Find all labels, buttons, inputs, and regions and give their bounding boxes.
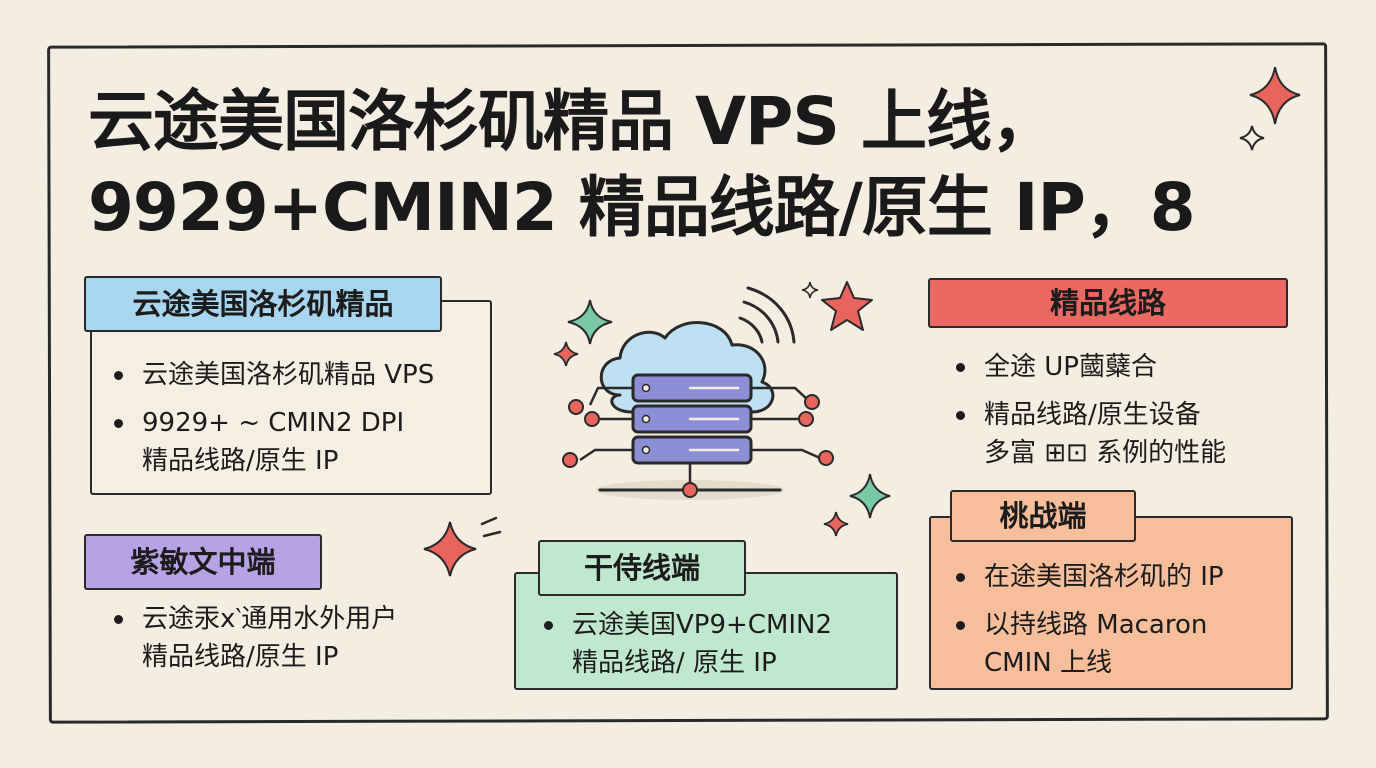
panel-bottom-left-list: 云途汞ⅹ‵通用水外用户 精品线路/原生 IP — [110, 600, 500, 686]
list-item: 云途美国VP9+CMIN2 精品线路/ 原生 IP — [540, 606, 900, 682]
panel-bottom-left-tag: 紫敏文中端 — [84, 534, 322, 590]
list-item: 精品线路/原生设备 多富 ⊞⊡ 系例的性能 — [952, 396, 1292, 472]
sparkle-icon — [1239, 66, 1301, 151]
panel-bottom-right — [929, 516, 1293, 690]
panel-top-left-list: 云途美国洛杉矶精品 VPS 9929+ ~ CMIN2 DPI 精品线路/原生 … — [110, 356, 490, 490]
panel-bottom-right-tag: 桃战端 — [950, 490, 1136, 542]
panel-top-left — [90, 300, 492, 495]
list-item: 在途美国洛杉矶的 IP — [952, 558, 1292, 596]
panel-top-right-tag: 精品线路 — [928, 278, 1288, 328]
panel-top-right-list: 全途 UP蔮糵合 精品线路/原生设备 多富 ⊞⊡ 系例的性能 — [952, 348, 1292, 482]
panel-bottom-middle-list: 云途美国VP9+CMIN2 精品线路/ 原生 IP — [540, 606, 900, 692]
list-item: 全途 UP蔮糵合 — [952, 348, 1292, 386]
list-item: 云途美国洛杉矶精品 VPS — [110, 356, 490, 394]
panel-bottom-right-list: 在途美国洛杉矶的 IP 以持线路 Macaron CMIN 上线 — [952, 558, 1292, 692]
panel-bottom-middle-tag: 干侍线端 — [538, 540, 746, 596]
sparkle-icon — [423, 516, 502, 577]
sparkle-icon — [553, 299, 613, 367]
headline-line-1: 云途美国洛杉矶精品 VPS 上线， — [88, 83, 1057, 160]
list-item: 云途汞ⅹ‵通用水外用户 精品线路/原生 IP — [110, 600, 500, 676]
sparkle-icon — [801, 281, 873, 331]
cloud-server-icon — [562, 286, 834, 500]
sparkle-icon — [823, 473, 891, 537]
panel-top-left-tag: 云途美国洛杉矶精品 — [84, 276, 442, 332]
list-item: 9929+ ~ CMIN2 DPI 精品线路/原生 IP — [110, 404, 490, 480]
headline-line-2: 9929+CMIN2 精品线路/原生 IP，8 — [88, 169, 1196, 246]
list-item: 以持线路 Macaron CMIN 上线 — [952, 606, 1292, 682]
